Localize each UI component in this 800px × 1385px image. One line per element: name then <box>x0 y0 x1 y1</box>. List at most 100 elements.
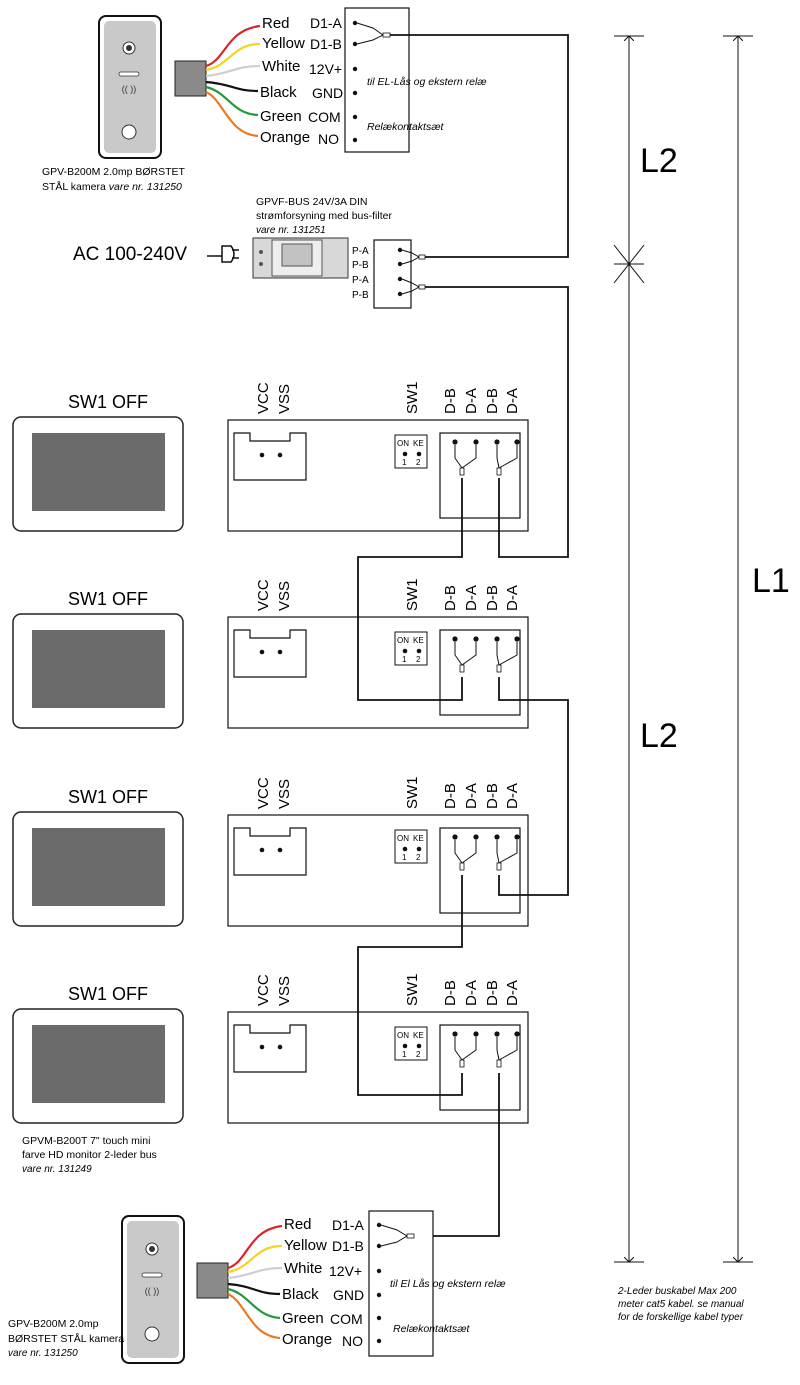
dip-switch-1: 1 <box>402 655 407 664</box>
wire-label-orange: Orange <box>260 129 310 146</box>
bus-terminal-pin <box>494 1031 500 1037</box>
bus-terminal-pin <box>494 834 500 840</box>
camera-bottom: (( )) <box>121 1215 229 1364</box>
bus-lead <box>461 1037 477 1061</box>
bus-terminal-pin <box>473 1031 479 1037</box>
label-term-da: D-A <box>463 585 480 611</box>
label-term-da: D-A <box>463 388 480 414</box>
bus-lead <box>498 642 518 666</box>
dip-switch <box>394 434 428 469</box>
power-pin <box>277 1044 283 1050</box>
dip-switch-on: ON <box>397 439 409 448</box>
dimension-l2-mid: L2 <box>640 717 678 755</box>
monitor-sw1-label: SW1 OFF <box>68 392 148 412</box>
dip-pin <box>402 451 408 457</box>
dimension-l2-top: L2 <box>640 142 678 180</box>
camera-top: (( )) <box>98 15 207 159</box>
bus-lead <box>496 445 500 469</box>
terminal-com: COM <box>308 109 341 125</box>
dip-pin <box>402 1043 408 1049</box>
label-term-db: D-B <box>442 388 459 414</box>
wire-label-red: Red <box>284 1216 312 1233</box>
bus-terminal-pin <box>514 636 520 642</box>
bus-lead <box>498 1037 518 1061</box>
label-vss: VSS <box>276 976 293 1006</box>
camera-top-vare: vare nr. 131250 <box>109 181 182 193</box>
bus-lead <box>454 1037 463 1061</box>
dip-pin <box>402 846 408 852</box>
terminal-gnd: GND <box>312 85 343 101</box>
dip-switch <box>394 631 428 666</box>
terminal-no: NO <box>342 1333 363 1349</box>
label-term-db: D-B <box>484 783 501 809</box>
label-term-da: D-A <box>504 980 521 1006</box>
bus-terminal-block <box>439 827 521 914</box>
psu-din-module <box>252 237 349 279</box>
bus-terminal-pin <box>494 636 500 642</box>
monitor-caption-line1: GPVM-B200T 7" touch mini <box>22 1135 150 1147</box>
power-pin <box>277 847 283 853</box>
terminal-com: COM <box>330 1311 363 1327</box>
bus-lead <box>498 445 518 469</box>
label-term-db: D-B <box>442 585 459 611</box>
label-sw1: SW1 <box>404 973 421 1006</box>
terminal-no: NO <box>318 131 339 147</box>
psu-subtitle: strømforsyning med bus-filter <box>256 210 392 222</box>
bus-lead <box>496 840 500 864</box>
bus-lead <box>454 642 463 666</box>
terminal-12v: 12V+ <box>309 61 342 77</box>
bus-wires <box>357 34 569 1237</box>
label-vcc: VCC <box>255 777 272 809</box>
power-plug-icon <box>207 245 239 263</box>
svg-text:(( )): (( )) <box>122 84 137 94</box>
monitor-screen <box>32 630 165 708</box>
psu-term-pb1: P-B <box>352 260 369 271</box>
monitor-sw1-label: SW1 OFF <box>68 589 148 609</box>
dip-switch <box>394 1026 428 1061</box>
cable-note-line3: for de forskellige kabel typer <box>618 1312 744 1323</box>
wire-label-black: Black <box>260 84 297 101</box>
wire-labels-top: Red Yellow White Black Green Orange <box>260 15 310 146</box>
dip-switch-2: 2 <box>416 458 421 467</box>
dip-switch-2: 2 <box>416 1050 421 1059</box>
bus-terminal-pin <box>452 439 458 445</box>
label-sw1: SW1 <box>404 578 421 611</box>
terminal-labels-bottom: D1-A D1-B 12V+ GND COM NO <box>329 1217 365 1349</box>
bus-terminal-pin <box>452 1031 458 1037</box>
relay-box-top: til EL-Lås og ekstern relæ Relækontaktsæ… <box>344 7 487 153</box>
bus-lead <box>496 1037 500 1061</box>
label-term-db: D-B <box>442 980 459 1006</box>
wire-joint <box>496 467 502 476</box>
bus-terminal-pin <box>514 1031 520 1037</box>
terminal-gnd: GND <box>333 1287 364 1303</box>
connector-block <box>196 1262 229 1299</box>
label-term-da: D-A <box>463 980 480 1006</box>
bus-terminal-pin <box>514 439 520 445</box>
terminal-d1a: D1-A <box>332 1217 365 1233</box>
dip-switch-1: 1 <box>402 458 407 467</box>
wire-label-white: White <box>262 58 300 75</box>
wire-label-green: Green <box>260 108 302 125</box>
power-connector <box>233 432 307 481</box>
bus-lead <box>454 445 463 469</box>
bus-terminal-pin <box>473 439 479 445</box>
wires-top <box>205 24 261 138</box>
dip-switch-ke: KE <box>413 1031 424 1040</box>
monitor-screen <box>32 828 165 906</box>
label-term-da: D-A <box>504 388 521 414</box>
bus-terminal-pin <box>452 636 458 642</box>
wire-label-orange: Orange <box>282 1331 332 1348</box>
bus-lead <box>461 840 477 864</box>
psu-terminal-labels: P-A P-B P-A P-B <box>352 246 369 301</box>
label-term-db: D-B <box>484 388 501 414</box>
wire-labels-bottom: Red Yellow White Black Green Orange <box>282 1216 332 1348</box>
dip-switch-on: ON <box>397 1031 409 1040</box>
psu-term-pa1: P-A <box>352 246 369 257</box>
power-pin <box>277 649 283 655</box>
wire-joint <box>496 1059 502 1068</box>
dimension-lines <box>613 36 753 1262</box>
bus-lead <box>498 840 518 864</box>
